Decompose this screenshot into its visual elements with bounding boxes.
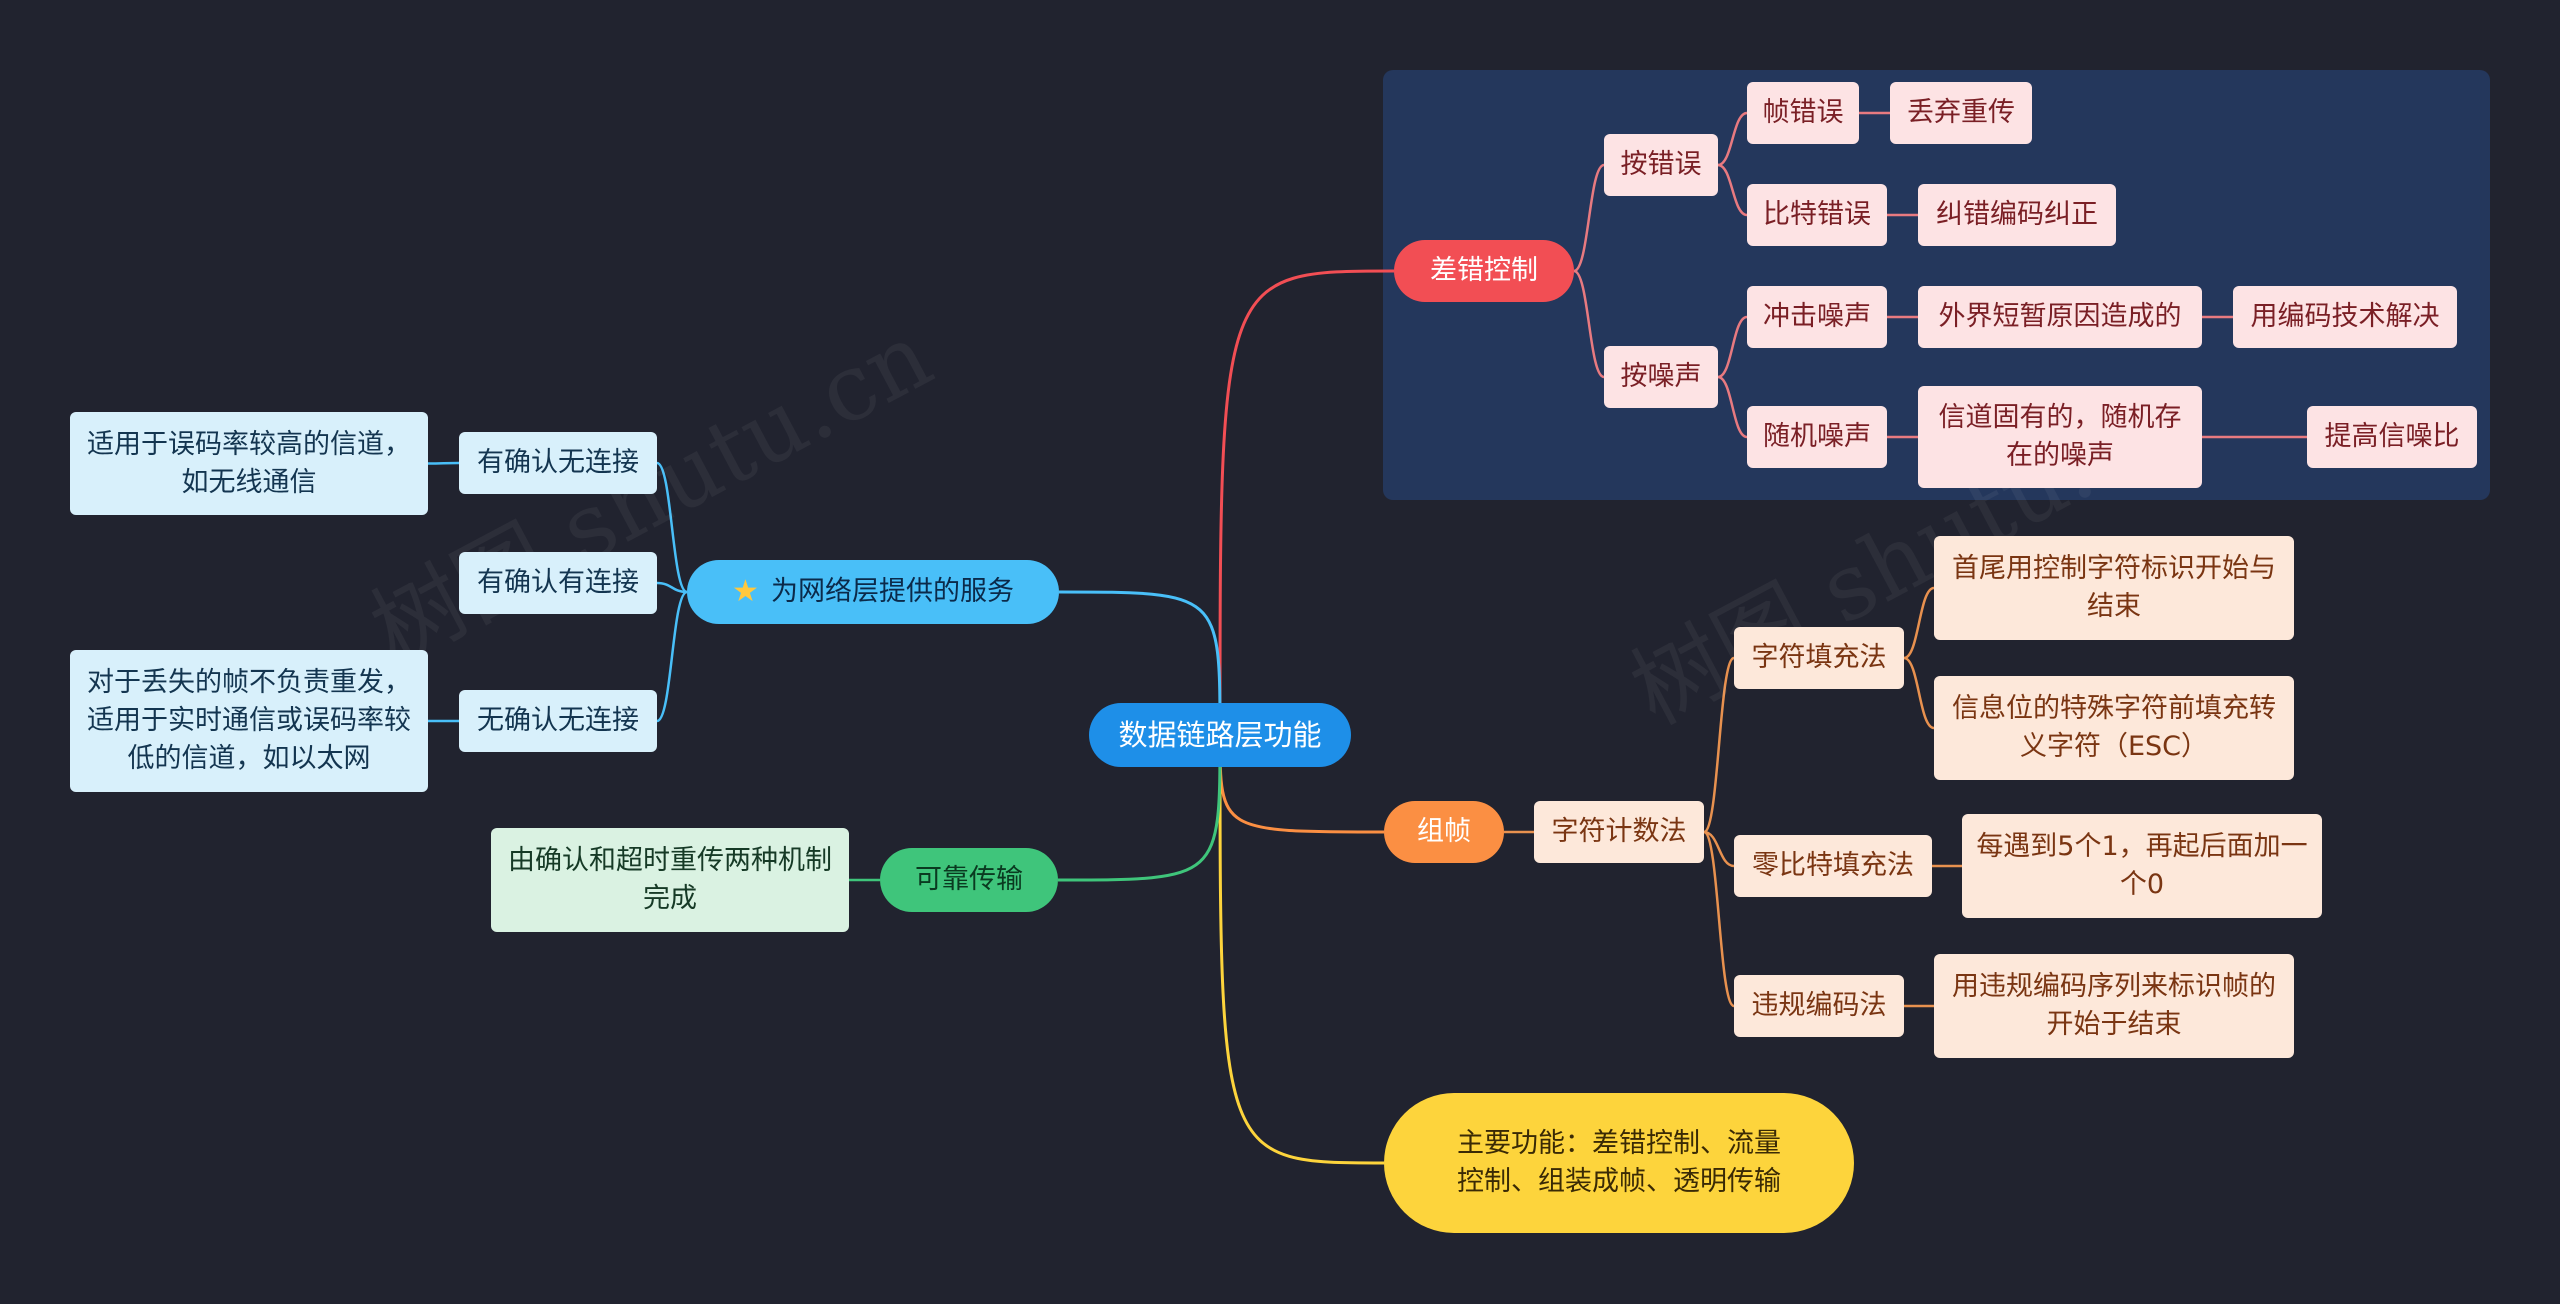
- bit-error-node[interactable]: 比特错误: [1747, 184, 1887, 246]
- char-count-node[interactable]: 字符计数法: [1534, 801, 1704, 863]
- drop-retransmit-node[interactable]: 丢弃重传: [1890, 82, 2032, 144]
- root-topic[interactable]: 数据链路层功能: [1089, 703, 1351, 767]
- random-noise-node[interactable]: 随机噪声: [1747, 406, 1887, 468]
- violation-coding-detail[interactable]: 用违规编码序列来标识帧的开始于结束: [1934, 954, 2294, 1058]
- char-stuffing-node[interactable]: 字符填充法: [1734, 627, 1904, 689]
- impulse-noise-node[interactable]: 冲击噪声: [1747, 286, 1887, 348]
- framing-node[interactable]: 组帧: [1384, 801, 1504, 863]
- reliable-transmission-detail[interactable]: 由确认和超时重传两种机制完成: [491, 828, 849, 932]
- services-node[interactable]: ★ 为网络层提供的服务: [687, 560, 1059, 624]
- zero-bit-stuffing-node[interactable]: 零比特填充法: [1734, 835, 1932, 897]
- star-icon: ★: [732, 574, 759, 609]
- ack-connectionless-node[interactable]: 有确认无连接: [459, 432, 657, 494]
- ack-connectionless-to-detail-line: [427, 461, 460, 465]
- ack-connectionless-detail[interactable]: 适用于误码率较高的信道，如无线通信: [70, 412, 428, 515]
- main-function-node[interactable]: 主要功能：差错控制、流量控制、组装成帧、透明传输: [1384, 1093, 1854, 1233]
- by-noise-to-random-line: [1717, 375, 1748, 439]
- random-solution-node[interactable]: 提高信噪比: [2307, 406, 2477, 468]
- char-count-to-zero-bit-line: [1703, 830, 1735, 868]
- char-stuffing-to-detail1-line: [1903, 586, 1935, 660]
- services-to-noack-line: [656, 590, 688, 723]
- by-noise-to-impulse-line: [1717, 315, 1748, 379]
- noack-connectionless-node[interactable]: 无确认无连接: [459, 690, 657, 752]
- char-stuffing-detail-2[interactable]: 信息位的特殊字符前填充转义字符（ESC）: [1934, 676, 2294, 780]
- error-control-node[interactable]: 差错控制: [1394, 240, 1574, 302]
- services-label: 为网络层提供的服务: [770, 576, 1014, 607]
- root-to-error-control-line: [1218, 269, 1395, 736]
- services-to-ack-connectionless-line: [656, 461, 688, 594]
- fec-correct-node[interactable]: 纠错编码纠正: [1918, 184, 2116, 246]
- by-error-to-frame-line: [1717, 111, 1748, 167]
- random-cause-node[interactable]: 信道固有的，随机存在的噪声: [1918, 386, 2202, 488]
- char-count-to-char-stuffing-line: [1702, 656, 1736, 834]
- impulse-solution-node[interactable]: 用编码技术解决: [2233, 286, 2457, 348]
- frame-error-node[interactable]: 帧错误: [1747, 82, 1859, 144]
- reliable-transmission-node[interactable]: 可靠传输: [880, 848, 1058, 912]
- by-noise-node[interactable]: 按噪声: [1604, 346, 1718, 408]
- ack-connection-node[interactable]: 有确认有连接: [459, 552, 657, 614]
- by-error-node[interactable]: 按错误: [1604, 134, 1718, 196]
- error-to-by-error-line: [1573, 163, 1605, 273]
- char-count-to-violation-line: [1702, 830, 1736, 1008]
- char-stuffing-detail-1[interactable]: 首尾用控制字符标识开始与结束: [1934, 536, 2294, 640]
- root-to-reliable-line: [1057, 734, 1222, 882]
- error-to-by-noise-line: [1573, 269, 1605, 379]
- impulse-cause-node[interactable]: 外界短暂原因造成的: [1918, 286, 2202, 348]
- zero-bit-detail[interactable]: 每遇到5个1，再起后面加一个0: [1962, 814, 2322, 918]
- char-stuffing-to-detail2-line: [1903, 656, 1935, 730]
- by-error-to-bit-line: [1717, 163, 1748, 217]
- violation-coding-node[interactable]: 违规编码法: [1734, 975, 1904, 1037]
- services-to-ack-connection-line: [656, 581, 688, 594]
- root-to-main-function-line: [1218, 734, 1385, 1165]
- root-to-services-line: [1058, 590, 1222, 736]
- noack-connectionless-detail[interactable]: 对于丢失的帧不负责重发，适用于实时通信或误码率较低的信道，如以太网: [70, 650, 428, 792]
